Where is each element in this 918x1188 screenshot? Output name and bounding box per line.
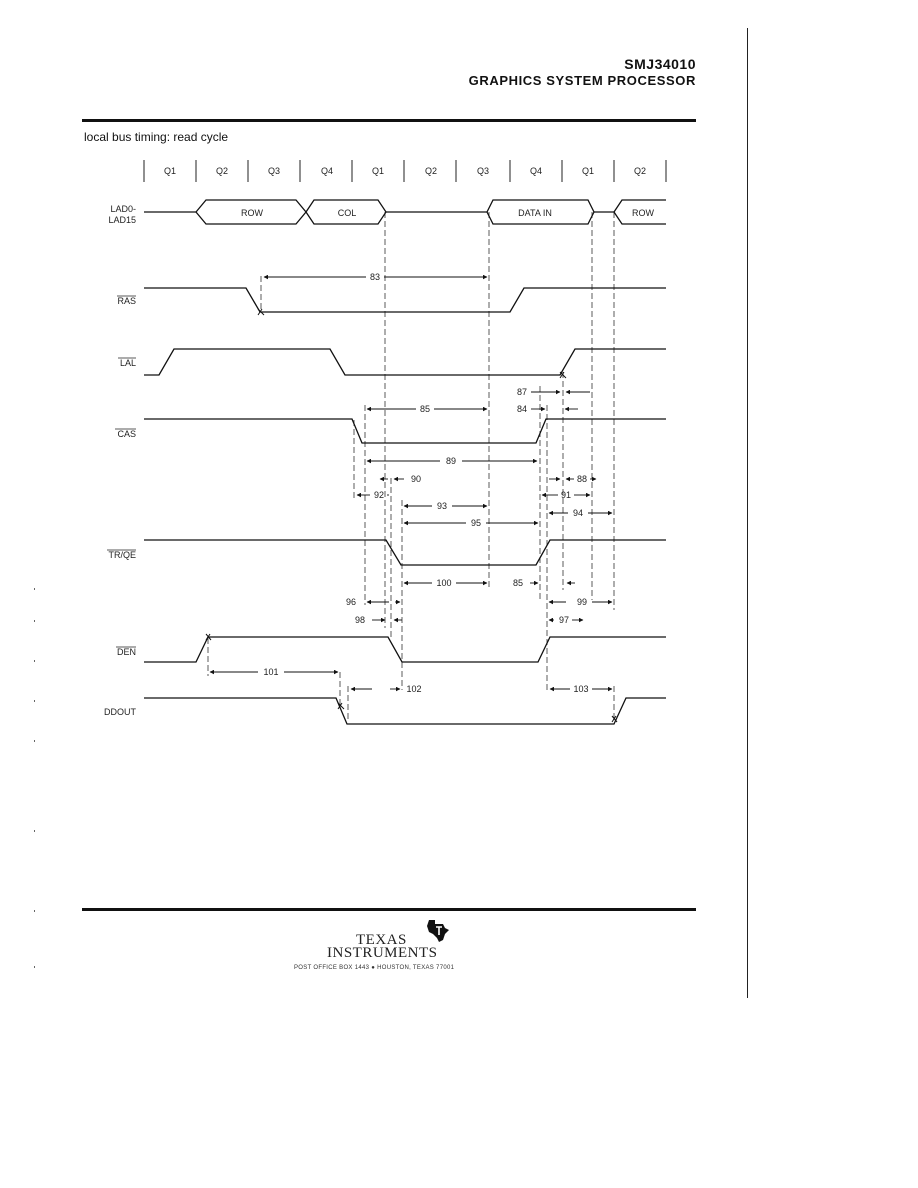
quarter-label: Q3 — [268, 166, 280, 176]
scan-speck — [34, 660, 35, 662]
bus-state-data-in: DATA IN — [518, 208, 552, 218]
param-91: 91 — [561, 490, 571, 500]
footer-rule — [82, 908, 696, 911]
quarter-label: Q3 — [477, 166, 489, 176]
page-edge-rule — [747, 28, 748, 998]
param-98: 98 — [355, 615, 365, 625]
signal-label-ras: RAS — [117, 296, 136, 306]
param-99: 99 — [577, 597, 587, 607]
param-95: 95 — [471, 518, 481, 528]
param-97: 97 — [559, 615, 569, 625]
bus-state-col: COL — [338, 208, 357, 218]
part-number: SMJ34010 — [624, 56, 696, 72]
quarter-ticks — [143, 160, 667, 182]
param-88: 88 — [577, 474, 587, 484]
product-name: GRAPHICS SYSTEM PROCESSOR — [468, 73, 696, 88]
quarter-label: Q2 — [216, 166, 228, 176]
bus-state-row: ROW — [632, 208, 655, 218]
param-102: 102 — [406, 684, 421, 694]
scan-speck — [34, 966, 35, 968]
param-90: 90 — [411, 474, 421, 484]
signal-label-ddout: DDOUT — [104, 707, 136, 717]
quarter-label: Q4 — [321, 166, 333, 176]
section-title: local bus timing: read cycle — [84, 130, 229, 144]
param-96: 96 — [346, 597, 356, 607]
logo-line-1: TEXAS — [356, 932, 407, 948]
signal-label-lal: LAL — [120, 358, 136, 368]
param-87: 87 — [517, 387, 527, 397]
scan-speck — [34, 910, 35, 912]
quarter-label: Q2 — [634, 166, 646, 176]
scan-speck — [34, 620, 35, 622]
scan-speck — [34, 830, 35, 832]
param-85: 85 — [420, 404, 430, 414]
quarter-label: Q4 — [530, 166, 542, 176]
quarter-label: Q2 — [425, 166, 437, 176]
param-100: 100 — [436, 578, 451, 588]
logo-line-2: INSTRUMENTS — [327, 945, 438, 961]
param-83: 83 — [370, 272, 380, 282]
signal-label-lad-line2: LAD15 — [108, 215, 136, 225]
signal-label-lad-line1: LAD0- — [110, 204, 136, 214]
scan-speck — [34, 700, 35, 702]
param-94: 94 — [573, 508, 583, 518]
signal-label-den: DEN — [117, 647, 136, 657]
param-85: 85 — [513, 578, 523, 588]
param-101: 101 — [263, 667, 278, 677]
param-103: 103 — [573, 684, 588, 694]
texas-instruments-logo-icon — [427, 920, 449, 942]
scan-speck — [34, 588, 35, 590]
waveforms — [144, 199, 666, 725]
footer-address: POST OFFICE BOX 1443 ● HOUSTON, TEXAS 77… — [294, 965, 455, 971]
param-92: 92 — [374, 490, 384, 500]
timing-arrows — [209, 274, 613, 692]
scan-speck — [34, 740, 35, 742]
quarter-label: Q1 — [582, 166, 594, 176]
quarter-label: Q1 — [372, 166, 384, 176]
param-84: 84 — [517, 404, 527, 414]
signal-label-trqe: TR/QE — [108, 550, 136, 560]
bus-state-row: ROW — [241, 208, 264, 218]
header-rule — [82, 119, 696, 122]
quarter-label: Q1 — [164, 166, 176, 176]
signal-label-cas: CAS — [117, 429, 136, 439]
param-93: 93 — [437, 501, 447, 511]
param-89: 89 — [446, 456, 456, 466]
